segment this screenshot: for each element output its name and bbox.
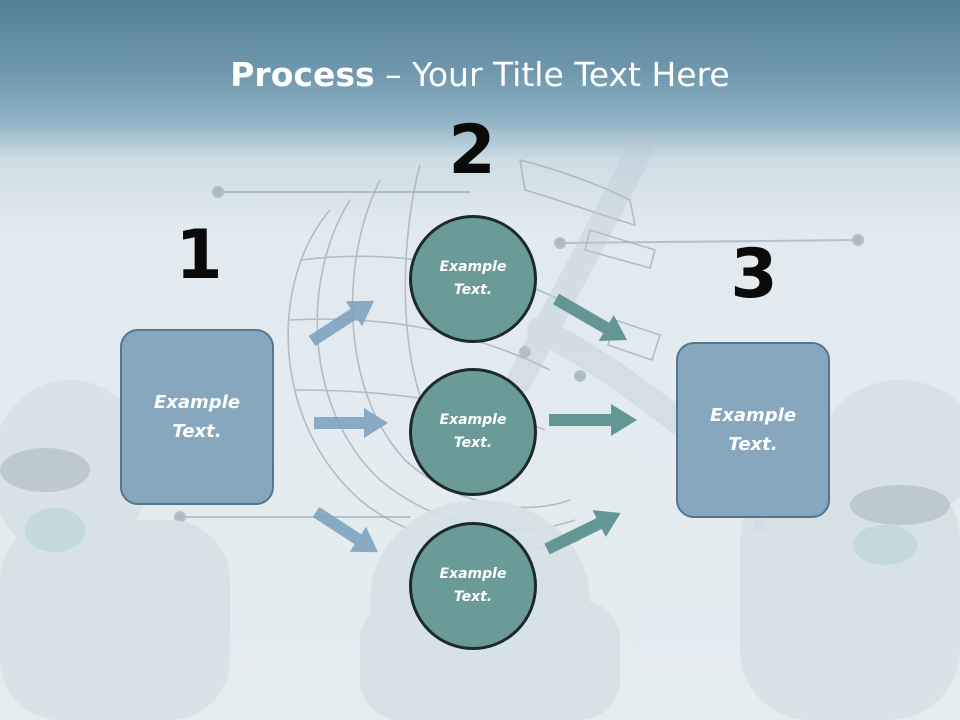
step-number-3: 3 xyxy=(730,235,778,314)
circle-middle-line1: Example xyxy=(439,412,507,428)
circle-middle-line2: Text. xyxy=(453,435,493,451)
arrow-left-mid xyxy=(314,408,388,438)
right-box: Example Text. xyxy=(676,342,830,518)
circle-top-line2: Text. xyxy=(453,282,493,298)
title-rest: – Your Title Text Here xyxy=(374,55,730,94)
arrow-right-down xyxy=(553,293,628,341)
step-number-2: 2 xyxy=(448,111,496,190)
circle-middle: Example Text. xyxy=(409,368,537,496)
circle-top-line1: Example xyxy=(439,259,507,275)
left-box-line1: Example xyxy=(153,392,241,413)
right-box-line2: Text. xyxy=(728,434,778,455)
slide-title: Process – Your Title Text Here xyxy=(0,52,960,98)
title-bold-part: Process xyxy=(230,55,375,94)
circle-top: Example Text. xyxy=(409,215,537,343)
circle-bottom-text: Example Text. xyxy=(440,563,507,609)
circle-bottom: Example Text. xyxy=(409,522,537,650)
left-box-line2: Text. xyxy=(172,421,222,442)
arrow-right-mid xyxy=(549,404,637,436)
circle-bottom-line1: Example xyxy=(439,566,507,582)
arrow-left-down xyxy=(312,506,379,553)
step-number-1: 1 xyxy=(175,216,223,295)
left-box-text: Example Text. xyxy=(154,388,240,446)
arrow-right-up xyxy=(544,510,621,555)
arrow-left-up xyxy=(308,300,375,347)
right-box-text: Example Text. xyxy=(710,401,796,459)
right-box-line1: Example xyxy=(709,405,797,426)
circle-top-text: Example Text. xyxy=(440,256,507,302)
circle-middle-text: Example Text. xyxy=(440,409,507,455)
circle-bottom-line2: Text. xyxy=(453,589,493,605)
left-box: Example Text. xyxy=(120,329,274,505)
